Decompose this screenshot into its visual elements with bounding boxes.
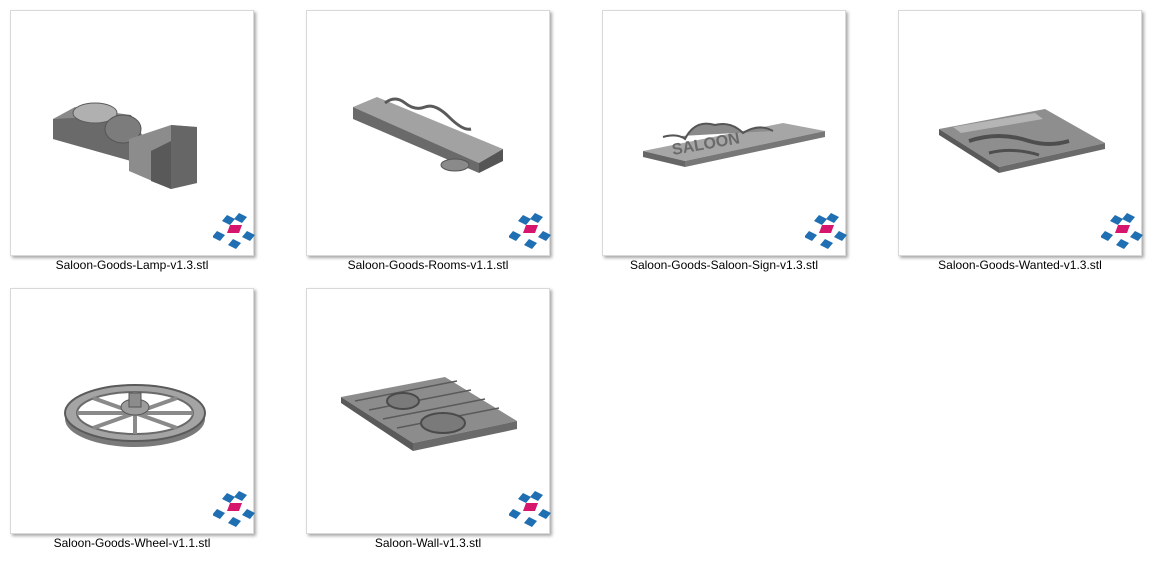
stl-file-type-icon — [805, 213, 847, 249]
file-thumbnail[interactable] — [10, 288, 255, 534]
stl-lamp-thumbnail — [53, 102, 197, 189]
stl-file-type-icon — [213, 491, 255, 527]
file-item[interactable]: Saloon-Goods-Wanted-v1.3.stl — [892, 2, 1154, 272]
file-name[interactable]: Saloon-Goods-Lamp-v1.3.stl — [55, 258, 209, 272]
stl-wagon-wheel-thumbnail — [64, 384, 206, 447]
file-item[interactable]: Saloon-Wall-v1.3.stl — [300, 280, 572, 550]
file-name[interactable]: Saloon-Goods-Wheel-v1.1.stl — [53, 536, 211, 550]
file-name[interactable]: Saloon-Goods-Rooms-v1.1.stl — [347, 258, 509, 272]
file-item[interactable]: Saloon-Goods-Lamp-v1.3.stl — [4, 2, 276, 272]
stl-file-type-icon — [1101, 213, 1143, 249]
file-thumbnail[interactable] — [306, 288, 551, 534]
file-thumbnail[interactable] — [10, 10, 255, 256]
file-item[interactable]: Saloon-Goods-Rooms-v1.1.stl — [300, 2, 572, 272]
stl-file-type-icon — [213, 213, 255, 249]
stl-wanted-poster-thumbnail — [939, 109, 1105, 173]
file-thumbnail[interactable] — [898, 10, 1143, 256]
stl-file-type-icon — [509, 213, 551, 249]
file-thumbnail[interactable]: SALOON — [602, 10, 847, 256]
stl-file-type-icon — [509, 491, 551, 527]
stl-rooms-sign-thumbnail — [353, 97, 503, 173]
file-item[interactable]: Saloon-Goods-Wheel-v1.1.stl — [4, 280, 276, 550]
file-name[interactable]: Saloon-Goods-Saloon-Sign-v1.3.stl — [629, 258, 819, 272]
stl-saloon-sign-thumbnail: SALOON — [643, 122, 825, 167]
file-name[interactable]: Saloon-Wall-v1.3.stl — [374, 536, 482, 550]
stl-wall-thumbnail — [341, 377, 517, 451]
file-thumbnail[interactable] — [306, 10, 551, 256]
file-name[interactable]: Saloon-Goods-Wanted-v1.3.stl — [938, 258, 1102, 272]
file-item[interactable]: SALOON Saloon-Goods-Saloon-Sign-v1.3.stl — [596, 2, 868, 272]
